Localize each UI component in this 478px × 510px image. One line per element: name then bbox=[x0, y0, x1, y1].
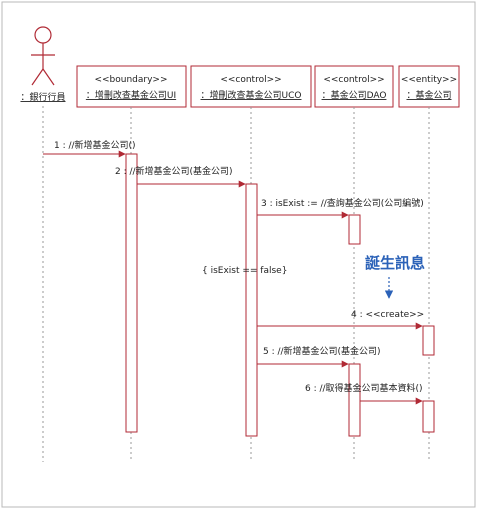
actor-name: ：銀行行員 bbox=[20, 91, 65, 103]
object-stereotype: <<entity>> bbox=[401, 75, 457, 85]
actor: ：銀行行員 bbox=[20, 26, 66, 103]
activation-bar-dao-1 bbox=[348, 214, 361, 245]
actor-right-leg bbox=[42, 68, 55, 86]
note-text: 誕生訊息 bbox=[365, 254, 425, 272]
object-stereotype: <<boundary>> bbox=[94, 75, 167, 85]
message-label-5: 5 : //新增基金公司(基金公司) bbox=[263, 345, 381, 357]
message-label-2: 2 : //新增基金公司(基金公司) bbox=[115, 165, 233, 177]
object-header-uco: <<control>> ：增刪改查基金公司UCO bbox=[190, 65, 312, 108]
actor-head bbox=[34, 26, 52, 44]
activation-bar-dao-2 bbox=[348, 363, 361, 437]
object-box bbox=[76, 65, 187, 108]
object-name: ：基金公司DAO bbox=[322, 89, 387, 101]
actor-left-leg bbox=[31, 68, 44, 86]
object-name: ：增刪改查基金公司UI bbox=[86, 89, 176, 101]
object-stereotype: <<control>> bbox=[220, 75, 281, 85]
guard-condition: { isExist == false} bbox=[202, 266, 287, 276]
message-label-1: 1 : //新增基金公司() bbox=[54, 139, 136, 151]
object-header-ui: <<boundary>> ：增刪改查基金公司UI bbox=[76, 65, 187, 108]
object-header-dao: <<control>> ：基金公司DAO bbox=[314, 65, 394, 108]
message-label-4: 4 : <<create>> bbox=[351, 310, 424, 320]
activation-bar-ui bbox=[125, 153, 138, 433]
message-label-6: 6 : //取得基金公司基本資料() bbox=[305, 382, 423, 394]
object-stereotype: <<control>> bbox=[323, 75, 384, 85]
activation-bar-entity-1 bbox=[422, 325, 435, 356]
object-box bbox=[314, 65, 394, 108]
activation-bar-entity-2 bbox=[422, 400, 435, 433]
object-name: ：基金公司 bbox=[406, 89, 451, 101]
activation-bar-uco bbox=[245, 183, 258, 437]
object-header-entity: <<entity>> ：基金公司 bbox=[398, 65, 460, 108]
message-label-3: 3 : isExist := //查詢基金公司(公司編號) bbox=[261, 197, 424, 209]
object-name: ：增刪改查基金公司UCO bbox=[201, 89, 302, 101]
